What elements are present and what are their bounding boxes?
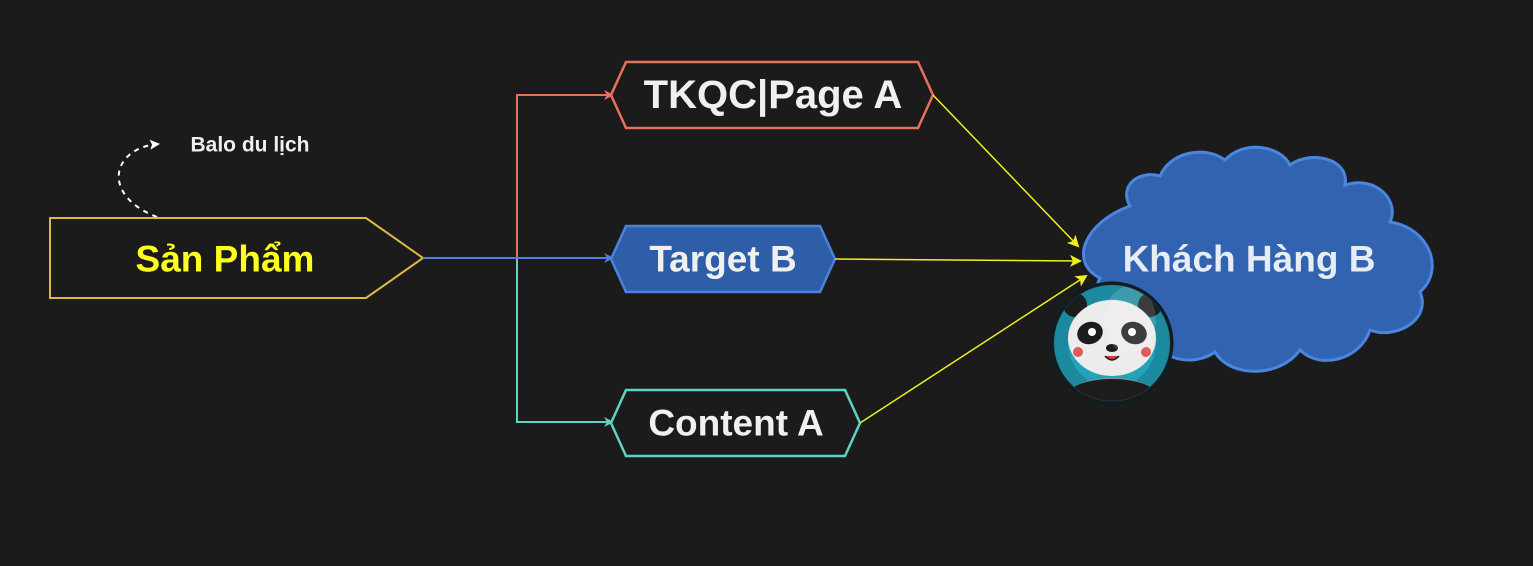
arrow-page-to-customer	[932, 94, 1080, 248]
arrow-target-to-customer	[834, 254, 1082, 267]
content-node[interactable]	[609, 388, 862, 458]
page-node[interactable]	[609, 60, 935, 130]
panda-avatar-icon	[1050, 281, 1174, 405]
product-label: Sản Phẩm	[135, 238, 315, 280]
connector-to-page	[516, 90, 614, 258]
note-label: Balo du lịch	[190, 133, 310, 157]
content-label: Content A	[648, 402, 824, 444]
customer-label: Khách Hàng B	[1122, 238, 1376, 280]
connector-to-content	[516, 258, 614, 427]
target-label: Target B	[649, 238, 797, 280]
product-node[interactable]	[49, 217, 425, 299]
page-label: TKQC|Page A	[643, 73, 903, 117]
arrow-content-to-customer	[859, 274, 1088, 424]
note-connector	[117, 139, 160, 218]
target-node[interactable]	[609, 224, 837, 294]
